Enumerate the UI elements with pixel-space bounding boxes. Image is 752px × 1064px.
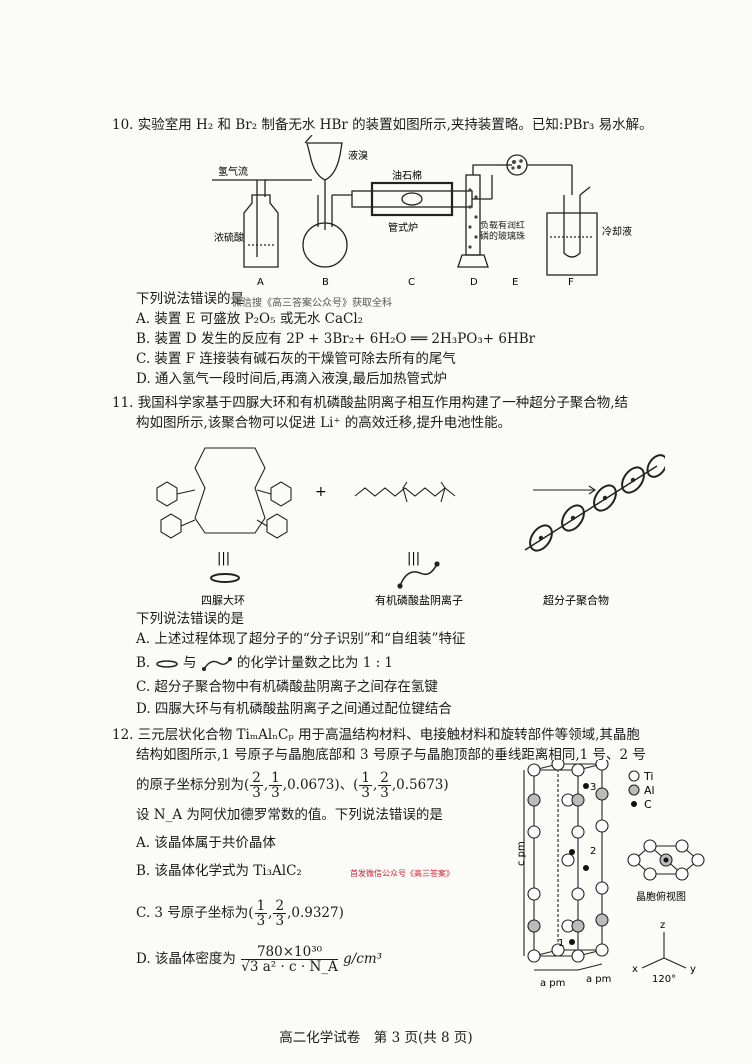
equiv-macrocycle: ||| bbox=[217, 551, 230, 566]
atom-number-2: 2 bbox=[590, 846, 596, 857]
label-liquid-br: 液溴 bbox=[348, 149, 368, 162]
atom-number-3: 3 bbox=[590, 782, 596, 793]
label-asbestos: 油石棉 bbox=[392, 169, 422, 182]
q11-option-b-mid: 与 bbox=[182, 655, 197, 671]
q10-stem: 10. 实验室用 H₂ 和 Br₂ 制备无水 HBr 的装置如图所示,夹持装置略… bbox=[112, 117, 653, 133]
q10-option-d: D. 通入氢气一段时间后,再滴入液溴,最后加热管式炉 bbox=[136, 371, 448, 387]
q11-option-c: C. 超分子聚合物中有机磷酸盐阴离子之间存在氢键 bbox=[136, 679, 438, 695]
legend-ti: Ti bbox=[643, 770, 653, 783]
label-polymer: 超分子聚合物 bbox=[543, 593, 609, 607]
q12-stem-line2: 结构如图所示,1 号原子与晶胞底部和 3 号原子与晶胞顶部的垂线距离相同,1 号… bbox=[136, 747, 646, 763]
axis-z: z bbox=[660, 920, 665, 931]
apparatus-label-f: F bbox=[568, 277, 574, 288]
label-angle: 120° bbox=[652, 974, 676, 985]
q10-question: 下列说法错误的是 bbox=[136, 291, 244, 307]
apparatus-label-e: E bbox=[512, 277, 518, 288]
q11-stem-line2: 构如图所示,该聚合物可以促进 Li⁺ 的高效迁移,提升电池性能。 bbox=[136, 415, 512, 431]
q12-watermark: 首发微信公众号《高三答案》 bbox=[350, 869, 454, 878]
label-a-pm-1: a pm bbox=[540, 978, 565, 989]
macrocycle-ring-icon bbox=[155, 659, 178, 668]
axis-x: x bbox=[632, 964, 638, 975]
q11-option-b-text: 的化学计量数之比为 1 : 1 bbox=[236, 655, 394, 671]
q11-stem-line1: 11. 我国科学家基于四脲大环和有机磷酸盐阴离子相互作用构建了一种超分子聚合物,… bbox=[112, 395, 629, 411]
q11-option-b-prefix: B. bbox=[136, 655, 151, 671]
q12-option-b: B. 该晶体化学式为 Ti₃AlC₂ bbox=[136, 863, 302, 879]
apparatus-label-c: C bbox=[408, 277, 415, 288]
anion-curve-icon bbox=[201, 656, 232, 671]
axis-y: y bbox=[690, 964, 696, 975]
plus-sign: + bbox=[315, 484, 327, 500]
legend-al: Al bbox=[644, 784, 655, 797]
q12-crystal-cell-diagram: 3 2 1 Ti Al C c pm a pm a pm 晶胞俯视图 120° … bbox=[516, 760, 705, 989]
apparatus-label-b: B bbox=[322, 277, 329, 288]
label-coolant: 冷却液 bbox=[602, 225, 632, 238]
q10-watermark: 微信搜《高三答案公众号》获取全科 bbox=[232, 298, 392, 309]
q12-stem-line1: 12. 三元层状化合物 TiₘAlₙCₚ 用于高温结构材料、电接触材料和旋转部件… bbox=[112, 727, 640, 743]
q10-option-a: A. 装置 E 可盛放 P₂O₅ 或无水 CaCl₂ bbox=[136, 311, 364, 327]
q12-na-line: 设 N_A 为阿伏加德罗常数的值。下列说法错误的是 bbox=[136, 807, 443, 823]
equiv-anion: ||| bbox=[407, 551, 420, 566]
atom-number-1: 1 bbox=[558, 938, 564, 949]
q11-option-b: B. 与 的化学计量数之比为 1 : 1 bbox=[136, 654, 393, 672]
page-footer: 高二化学试卷 第 3 页(共 8 页) bbox=[279, 1030, 473, 1046]
label-a-pm-2: a pm bbox=[586, 974, 611, 985]
label-top-view: 晶胞俯视图 bbox=[636, 890, 686, 903]
q10-option-c: C. 装置 F 连接装有碱石灰的干燥管可除去所有的尾气 bbox=[136, 351, 456, 367]
label-anion: 有机磷酸盐阴离子 bbox=[375, 593, 463, 607]
q11-option-d: D. 四脲大环与有机磷酸盐阴离子之间通过配位键结合 bbox=[136, 701, 452, 717]
label-conc-h2so4: 浓硫酸 bbox=[214, 231, 244, 244]
label-h2-flow: 氢气流 bbox=[218, 165, 248, 178]
apparatus-label-a: A bbox=[257, 277, 264, 288]
q11-option-a: A. 上述过程体现了超分子的“分子识别”和“自组装”特征 bbox=[136, 631, 466, 647]
label-macrocycle: 四脲大环 bbox=[201, 593, 245, 607]
q10-option-b: B. 装置 D 发生的反应有 2P + 3Br₂+ 6H₂O ══ 2H₃PO₃… bbox=[136, 331, 536, 347]
label-c-pm: c pm bbox=[516, 841, 527, 866]
legend-c: C bbox=[644, 798, 652, 811]
q10-apparatus-diagram: 氢气流 液溴 油石棉 管式炉 浓硫酸 冷却液 负载有润红磷的玻璃珠 A B C … bbox=[212, 135, 632, 288]
q12-option-a: A. 该晶体属于共价晶体 bbox=[136, 835, 276, 851]
q12-option-d: D. 该晶体密度为 780×10³⁰√3 a² · c · N_A g/cm³ bbox=[136, 944, 383, 975]
q11-scheme-diagram: + ||| ||| 四脲大环 有机磷酸盐阴离子 超分子聚合物 bbox=[156, 447, 665, 607]
q11-question: 下列说法错误的是 bbox=[136, 611, 244, 627]
label-tube-furnace: 管式炉 bbox=[388, 221, 418, 234]
label-red-phosphorus: 负载有润红磷的玻璃珠 bbox=[480, 221, 526, 242]
apparatus-label-d: D bbox=[470, 277, 478, 288]
